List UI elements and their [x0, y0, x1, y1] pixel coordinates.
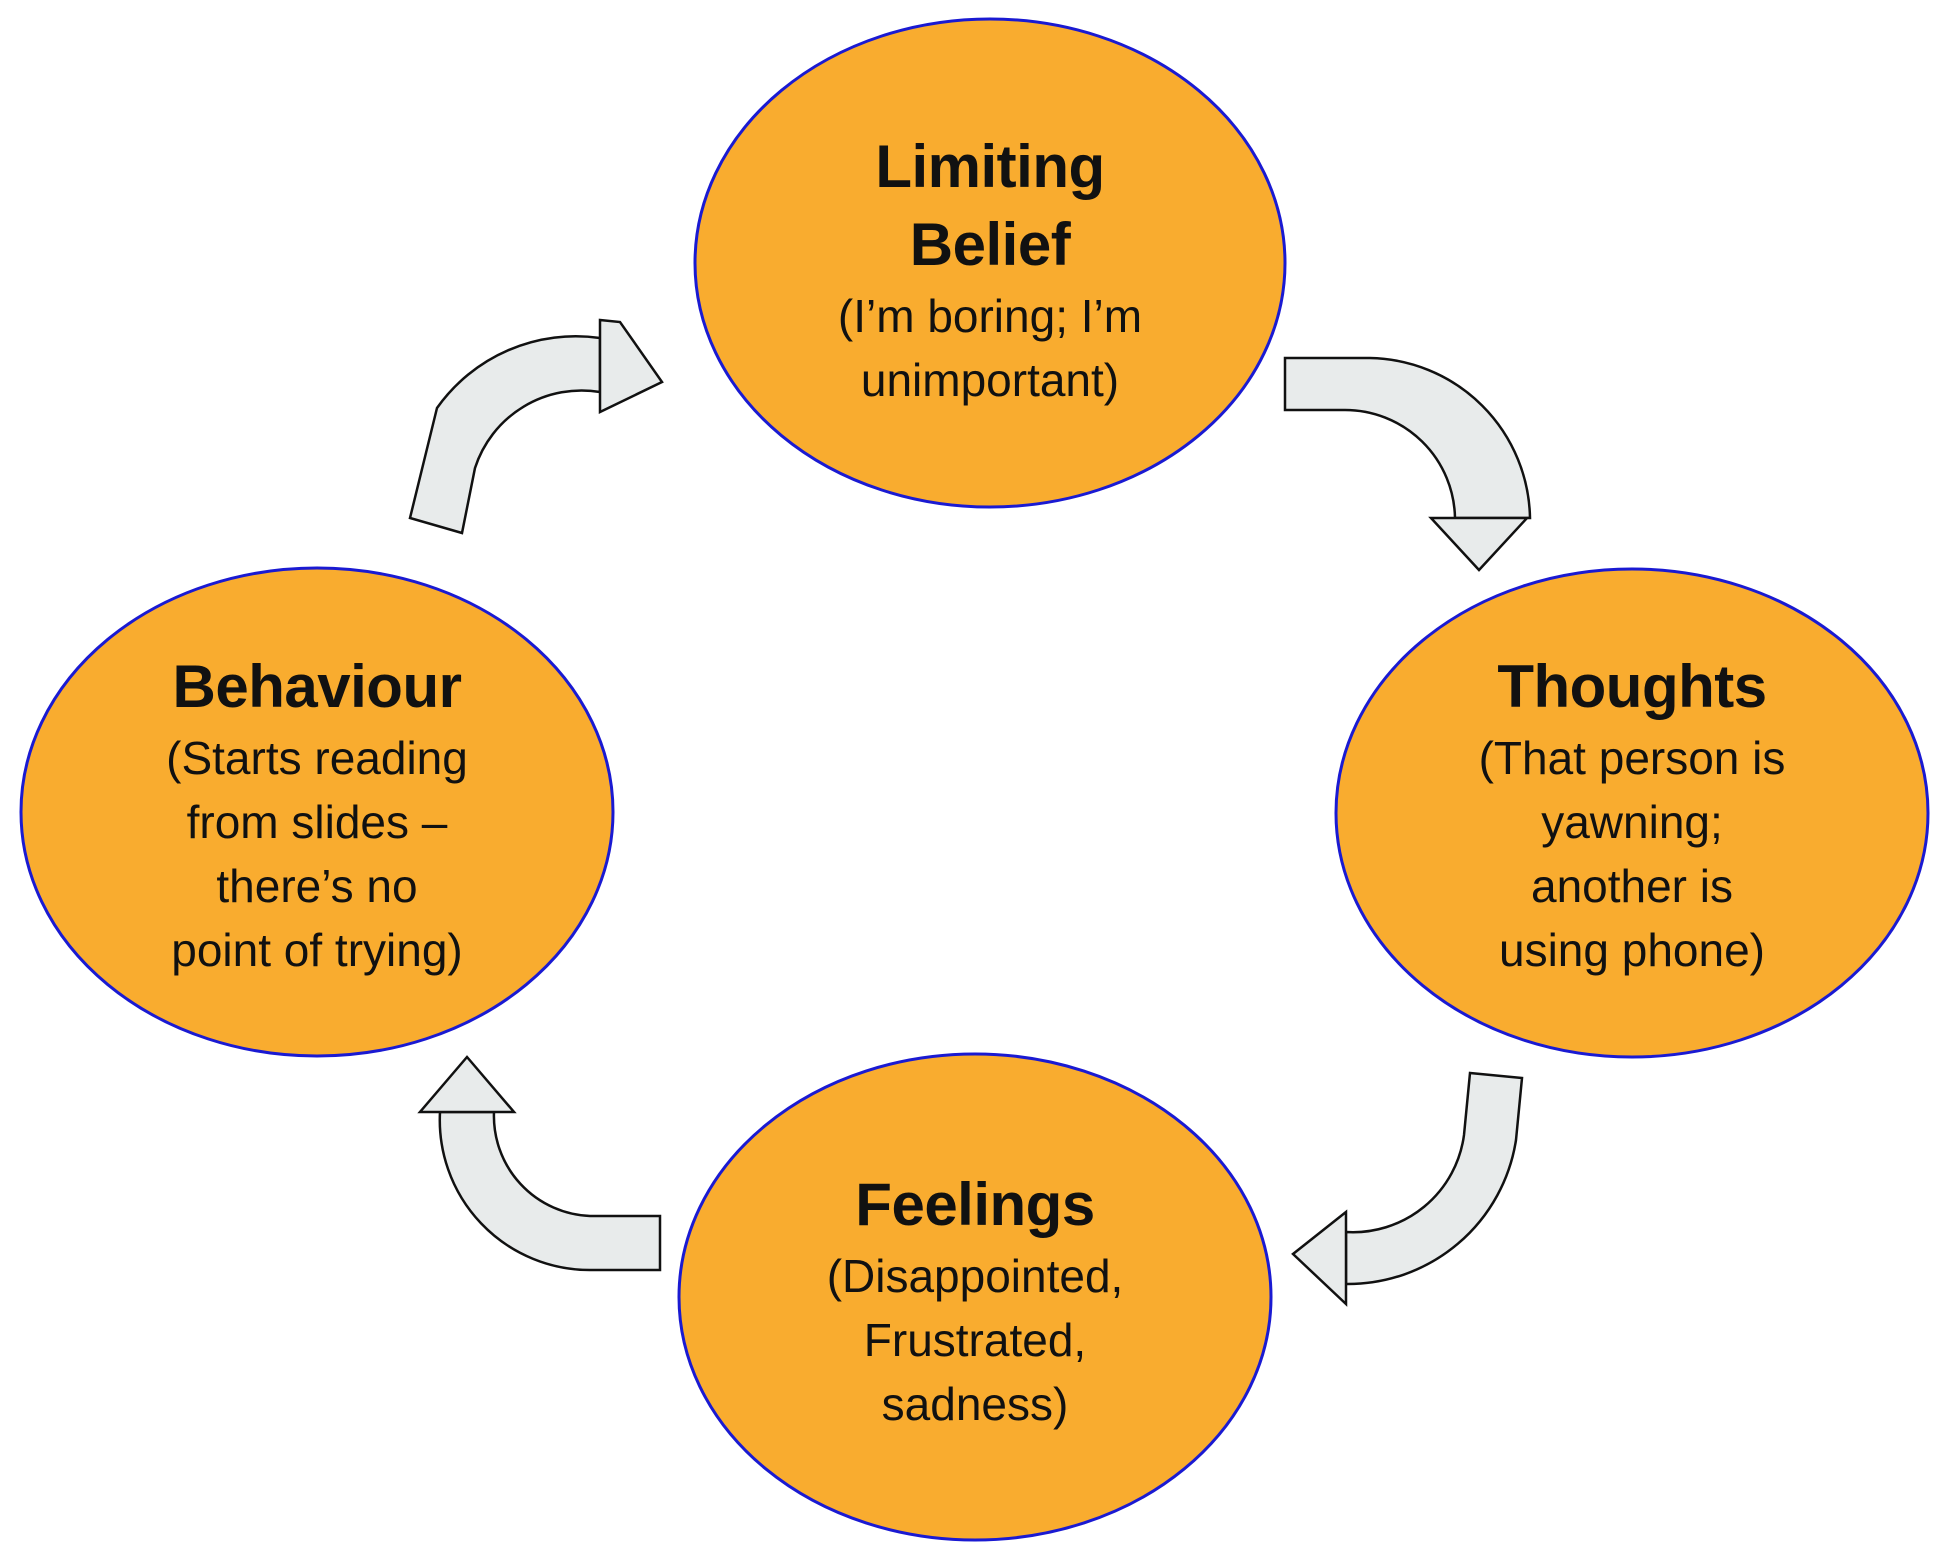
- arrow-thoughts-to-feelings: [1344, 1071, 1524, 1286]
- limiting-belief-node: Limiting Belief (I’m boring; I’m unimpor…: [740, 128, 1240, 412]
- behaviour-body-line-4: point of trying): [171, 924, 463, 976]
- behaviour-ellipse: [19, 566, 615, 1058]
- behaviour-node: Behaviour (Starts reading from slides – …: [67, 648, 567, 982]
- thoughts-body-line-2: yawning;: [1541, 796, 1723, 848]
- feelings-node: Feelings (Disappointed, Frustrated, sadn…: [725, 1166, 1225, 1436]
- behaviour-title: Behaviour: [172, 653, 462, 720]
- behaviour-body-line-1: (Starts reading: [166, 732, 468, 784]
- arrow-head-behaviour: [417, 1055, 517, 1114]
- arrow-belief-to-thoughts: [1283, 356, 1532, 520]
- limiting-belief-title-line-1: Limiting: [875, 133, 1105, 200]
- feelings-body-line-3: sadness): [881, 1378, 1069, 1430]
- limiting-belief-body-line-2: unimportant): [860, 354, 1120, 406]
- feelings-ellipse: [677, 1052, 1273, 1542]
- arrow-head-belief: [598, 318, 664, 414]
- feelings-title: Feelings: [855, 1171, 1095, 1238]
- thoughts-body-line-4: using phone): [1499, 924, 1765, 976]
- arrow-feelings-to-behaviour: [438, 1110, 662, 1272]
- limiting-belief-title-line-2: Belief: [909, 211, 1071, 278]
- arrow-head-belief-to-thoughts: [1428, 516, 1530, 572]
- thoughts-node: Thoughts (That person is yawning; anothe…: [1382, 648, 1882, 982]
- arrow-head-feelings: [1291, 1209, 1348, 1307]
- thoughts-ellipse: [1334, 567, 1930, 1059]
- feelings-body-line-2: Frustrated,: [863, 1314, 1087, 1366]
- limiting-belief-ellipse: [693, 17, 1287, 509]
- thoughts-body-line-3: another is: [1530, 860, 1733, 912]
- thoughts-title: Thoughts: [1497, 653, 1767, 720]
- behaviour-body-line-3: there’s no: [216, 860, 418, 912]
- feelings-body-line-1: (Disappointed,: [826, 1250, 1124, 1302]
- behaviour-body-line-2: from slides –: [186, 796, 448, 848]
- thoughts-body-line-1: (That person is: [1478, 732, 1786, 784]
- arrow-behaviour-to-belief: [408, 335, 602, 535]
- limiting-belief-body-line-1: (I’m boring; I’m: [837, 290, 1143, 342]
